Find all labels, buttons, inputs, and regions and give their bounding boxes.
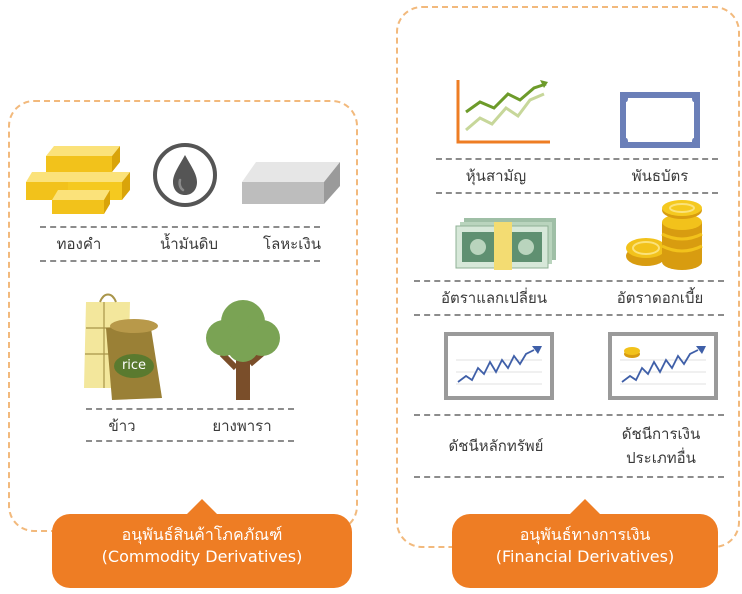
coins-icon: [626, 200, 703, 270]
commodity-caption-en: (Commodity Derivatives): [101, 547, 303, 566]
financial-index-chart-icon: [608, 332, 718, 400]
commodity-caption: อนุพันธ์สินค้าโภคภัณฑ์ (Commodity Deriva…: [52, 499, 352, 588]
rice-bag-text: rice: [121, 358, 147, 373]
stocks-label: หุ้นสามัญ: [465, 167, 527, 185]
interest-rate-label: อัตราดอกเบี้ย: [616, 289, 704, 307]
exchange-rate-label: อัตราแลกเปลี่ยน: [440, 289, 548, 307]
stock-index-chart-icon: [444, 332, 554, 400]
other-index-label-line2: ประเภทอื่น: [626, 449, 696, 467]
financial-caption-en: (Financial Derivatives): [495, 547, 675, 566]
rice-label: ข้าว: [108, 417, 136, 435]
separator: [86, 408, 294, 410]
oil-drop-icon: [153, 143, 217, 207]
silver-bar-icon: [242, 162, 340, 204]
financial-caption-th: อนุพันธ์ทางการเงิน: [519, 525, 651, 544]
separator: [436, 158, 718, 160]
separator: [86, 440, 294, 442]
rubber-label: ยางพารา: [212, 417, 272, 435]
gold-bars-icon: [26, 146, 130, 214]
separator: [414, 280, 724, 282]
bond-certificate-icon: [620, 92, 700, 148]
separator: [414, 476, 724, 478]
stock-index-label: ดัชนีหลักทรัพย์: [448, 437, 544, 455]
rice-bag-icon: [84, 293, 162, 400]
separator: [414, 414, 724, 416]
commodity-caption-th: อนุพันธ์สินค้าโภคภัณฑ์: [121, 525, 283, 544]
separator: [436, 192, 718, 194]
tree-icon: [206, 300, 280, 400]
banknotes-icon: [455, 218, 556, 270]
separator: [40, 226, 320, 228]
other-index-label-line1: ดัชนีการเงิน: [621, 425, 701, 443]
separator: [414, 314, 724, 316]
crude-oil-label: น้ำมันดิบ: [159, 235, 219, 253]
separator: [40, 260, 320, 262]
silver-label: โลหะเงิน: [263, 235, 321, 253]
gold-label: ทองคำ: [56, 235, 102, 253]
stock-chart-icon: [456, 80, 550, 144]
bonds-label: พันธบัตร: [631, 167, 689, 185]
financial-caption: อนุพันธ์ทางการเงิน (Financial Derivative…: [452, 499, 718, 588]
